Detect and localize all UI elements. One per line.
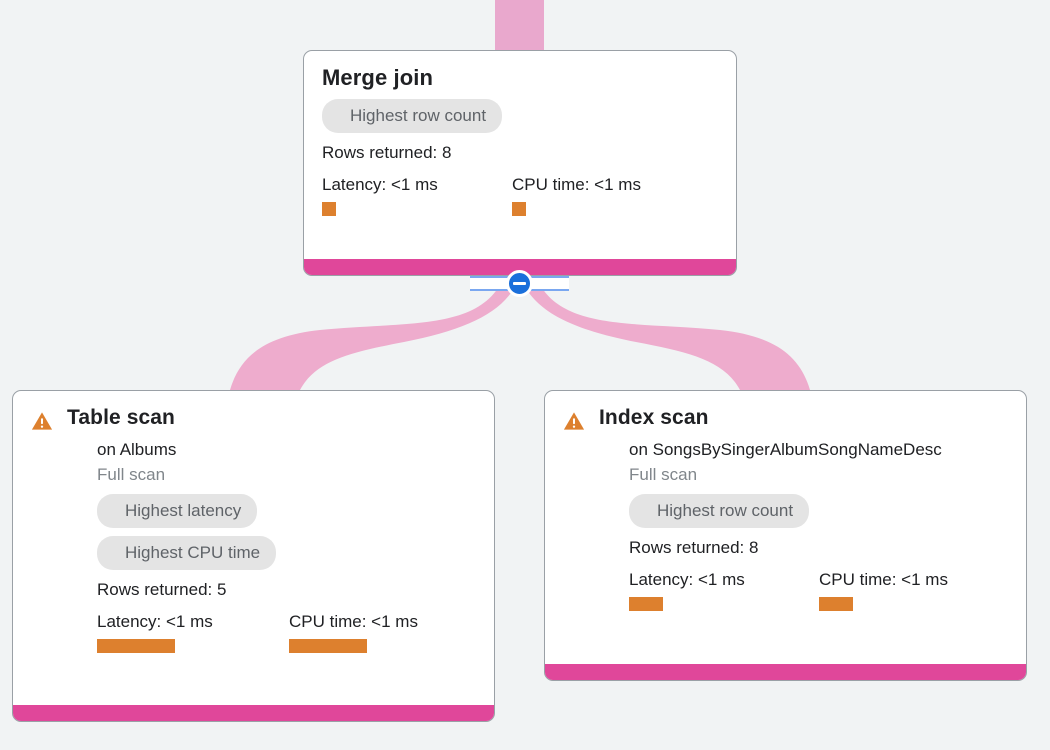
node-index-scan-body: Index scan on SongsBySingerAlbumSongName… (545, 391, 1026, 680)
node-merge-join-body: Merge join Highest row count Rows return… (304, 51, 736, 275)
minus-icon (513, 282, 526, 285)
metric-latency-label: Latency: <1 ms (629, 570, 745, 589)
warning-triangle-icon (563, 412, 585, 430)
node-index-scan-scan-type: Full scan (629, 465, 698, 484)
node-table-scan-subtitle: on Albums (97, 440, 177, 459)
node-table-scan-title: Table scan (67, 406, 175, 429)
edge-merge-join-to-index-scan (527, 288, 810, 390)
collapse-toggle-button[interactable] (506, 270, 533, 297)
node-merge-join-rows-returned: Rows returned: 8 (322, 143, 452, 162)
node-table-scan-rows-returned: Rows returned: 5 (97, 580, 227, 599)
chip-highest-row-count[interactable]: Highest row count (629, 494, 810, 528)
node-table-scan[interactable]: Table scan on Albums Full scan Highest l… (12, 390, 495, 722)
node-merge-join-header: Merge join (322, 65, 718, 91)
warning-triangle-icon (31, 412, 53, 430)
node-table-scan-details: on Albums Full scan Highest latency High… (97, 438, 476, 653)
metric-latency: Latency: <1 ms (322, 174, 512, 216)
edge-merge-join-to-table-scan (230, 288, 513, 390)
node-table-scan-footer (13, 705, 494, 721)
metric-latency-bar (629, 597, 663, 611)
metric-latency-label: Latency: <1 ms (322, 175, 438, 194)
metric-latency: Latency: <1 ms (97, 611, 289, 653)
metric-cpu-time-bar (819, 597, 853, 611)
node-table-scan-header: Table scan (31, 405, 476, 432)
metric-latency-bar (322, 202, 336, 216)
node-merge-join[interactable]: Merge join Highest row count Rows return… (303, 50, 737, 276)
metric-cpu-time-bar (289, 639, 367, 653)
node-merge-join-title: Merge join (322, 65, 434, 90)
node-index-scan[interactable]: Index scan on SongsBySingerAlbumSongName… (544, 390, 1027, 681)
node-table-scan-scan-type: Full scan (97, 465, 166, 484)
edge-parent-to-merge-join (495, 0, 544, 52)
node-index-scan-rows-returned: Rows returned: 8 (629, 538, 759, 557)
node-index-scan-chips: Highest row count (629, 494, 1008, 528)
metric-latency-bar (97, 639, 175, 653)
metric-cpu-time: CPU time: <1 ms (289, 611, 418, 653)
node-index-scan-footer (545, 664, 1026, 680)
node-index-scan-title: Index scan (599, 406, 709, 429)
node-index-scan-metrics: Latency: <1 ms CPU time: <1 ms (629, 569, 1008, 611)
metric-cpu-time-label: CPU time: <1 ms (512, 175, 641, 194)
metric-cpu-time-label: CPU time: <1 ms (289, 612, 418, 631)
node-merge-join-chips: Highest row count (322, 99, 718, 133)
metric-cpu-time-label: CPU time: <1 ms (819, 570, 948, 589)
metric-latency: Latency: <1 ms (629, 569, 819, 611)
node-index-scan-subtitle: on SongsBySingerAlbumSongNameDesc (629, 440, 942, 459)
node-table-scan-chips: Highest latency Highest CPU time (97, 494, 476, 570)
node-index-scan-header: Index scan (563, 405, 1008, 432)
node-table-scan-metrics: Latency: <1 ms CPU time: <1 ms (97, 611, 476, 653)
node-merge-join-metrics: Latency: <1 ms CPU time: <1 ms (322, 174, 718, 216)
metric-cpu-time: CPU time: <1 ms (819, 569, 948, 611)
chip-highest-latency[interactable]: Highest latency (97, 494, 258, 528)
node-index-scan-details: on SongsBySingerAlbumSongNameDesc Full s… (629, 438, 1008, 611)
node-table-scan-body: Table scan on Albums Full scan Highest l… (13, 391, 494, 721)
metric-cpu-time: CPU time: <1 ms (512, 174, 641, 216)
metric-latency-label: Latency: <1 ms (97, 612, 213, 631)
collapse-rail-right (527, 276, 569, 291)
chip-highest-cpu-time[interactable]: Highest CPU time (97, 536, 277, 570)
node-merge-join-footer (304, 259, 736, 275)
chip-highest-row-count[interactable]: Highest row count (322, 99, 503, 133)
metric-cpu-time-bar (512, 202, 526, 216)
